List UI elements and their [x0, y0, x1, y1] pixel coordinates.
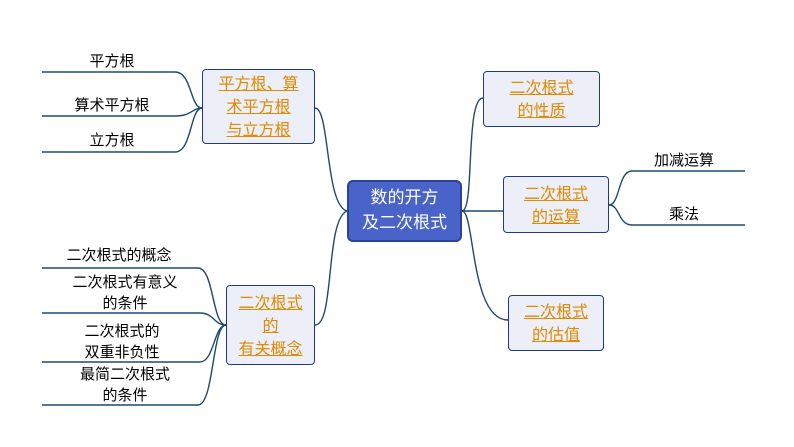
- leaf-cube-root-label: 立方根: [89, 131, 135, 149]
- central-topic-line-1: 数的开方: [370, 188, 439, 208]
- topic-properties-line-2: 的性质: [517, 101, 566, 120]
- connector-concept-simplest: [42, 324, 227, 406]
- connector-concept-meaningful: [42, 312, 227, 326]
- leaf-cube-root[interactable]: 立方根: [62, 130, 162, 151]
- connector-center-related-concepts: [314, 210, 348, 326]
- leaf-double-nonnegativity-line-2: 双重非负性: [84, 343, 160, 361]
- connector-root-square-root: [42, 71, 203, 109]
- leaf-multiply-label: 乘法: [668, 205, 699, 223]
- topic-related-concepts-line-3: 有关概念: [238, 338, 303, 358]
- leaf-add-subtract-label: 加减运算: [653, 151, 714, 169]
- topic-properties-line-1: 二次根式: [509, 78, 574, 97]
- central-topic-line-2: 及二次根式: [362, 213, 447, 233]
- topic-estimation[interactable]: 二次根式 的估值: [508, 295, 604, 351]
- connector-center-estimation: [461, 210, 509, 321]
- leaf-multiply[interactable]: 乘法: [634, 204, 734, 225]
- topic-root-types[interactable]: 平方根、算 术平方根 与立方根: [202, 69, 315, 144]
- topic-operations[interactable]: 二次根式 的运算: [503, 176, 609, 233]
- connector-center-properties: [461, 97, 484, 212]
- leaf-simplest-condition-line-2: 的条件: [102, 386, 148, 404]
- connector-ops-multiply: [608, 204, 745, 226]
- leaf-meaningful-condition-line-2: 的条件: [102, 294, 148, 312]
- leaf-simplest-condition-line-1: 最简二次根式: [79, 365, 170, 383]
- leaf-meaningful-condition-line-1: 二次根式有意义: [72, 273, 178, 291]
- topic-root-types-line-2: 术平方根: [226, 97, 291, 116]
- topic-related-concepts-line-1: 二次根式: [238, 292, 303, 312]
- leaf-concept[interactable]: 二次根式的概念: [44, 245, 194, 266]
- leaf-arithmetic-square-root-label: 算术平方根: [74, 96, 150, 114]
- topic-root-types-line-3: 与立方根: [226, 120, 291, 139]
- topic-properties[interactable]: 二次根式 的性质: [483, 71, 600, 127]
- leaf-simplest-condition[interactable]: 最简二次根式 的条件: [50, 364, 200, 406]
- topic-estimation-line-1: 二次根式: [523, 302, 588, 321]
- topic-operations-line-1: 二次根式: [523, 183, 588, 203]
- leaf-square-root-label: 平方根: [89, 52, 135, 70]
- topic-root-types-line-1: 平方根、算: [218, 74, 299, 93]
- topic-estimation-line-2: 的估值: [531, 325, 580, 344]
- leaf-add-subtract[interactable]: 加减运算: [634, 150, 734, 171]
- leaf-meaningful-condition[interactable]: 二次根式有意义 的条件: [50, 272, 200, 314]
- leaf-double-nonnegativity[interactable]: 二次根式的 双重非负性: [52, 321, 192, 363]
- leaf-arithmetic-square-root[interactable]: 算术平方根: [52, 95, 172, 116]
- connector-center-root-types: [314, 107, 348, 212]
- connector-concept-definition: [42, 267, 227, 326]
- central-topic[interactable]: 数的开方 及二次根式: [347, 180, 462, 242]
- connector-root-cube: [42, 107, 203, 153]
- leaf-double-nonnegativity-line-1: 二次根式的: [84, 322, 160, 340]
- topic-related-concepts[interactable]: 二次根式 的 有关概念: [226, 285, 315, 365]
- connector-ops-add: [608, 170, 745, 206]
- topic-operations-line-2: 的运算: [531, 206, 580, 226]
- leaf-concept-label: 二次根式的概念: [66, 246, 172, 264]
- topic-related-concepts-line-2: 的: [262, 315, 279, 335]
- leaf-square-root[interactable]: 平方根: [62, 51, 162, 72]
